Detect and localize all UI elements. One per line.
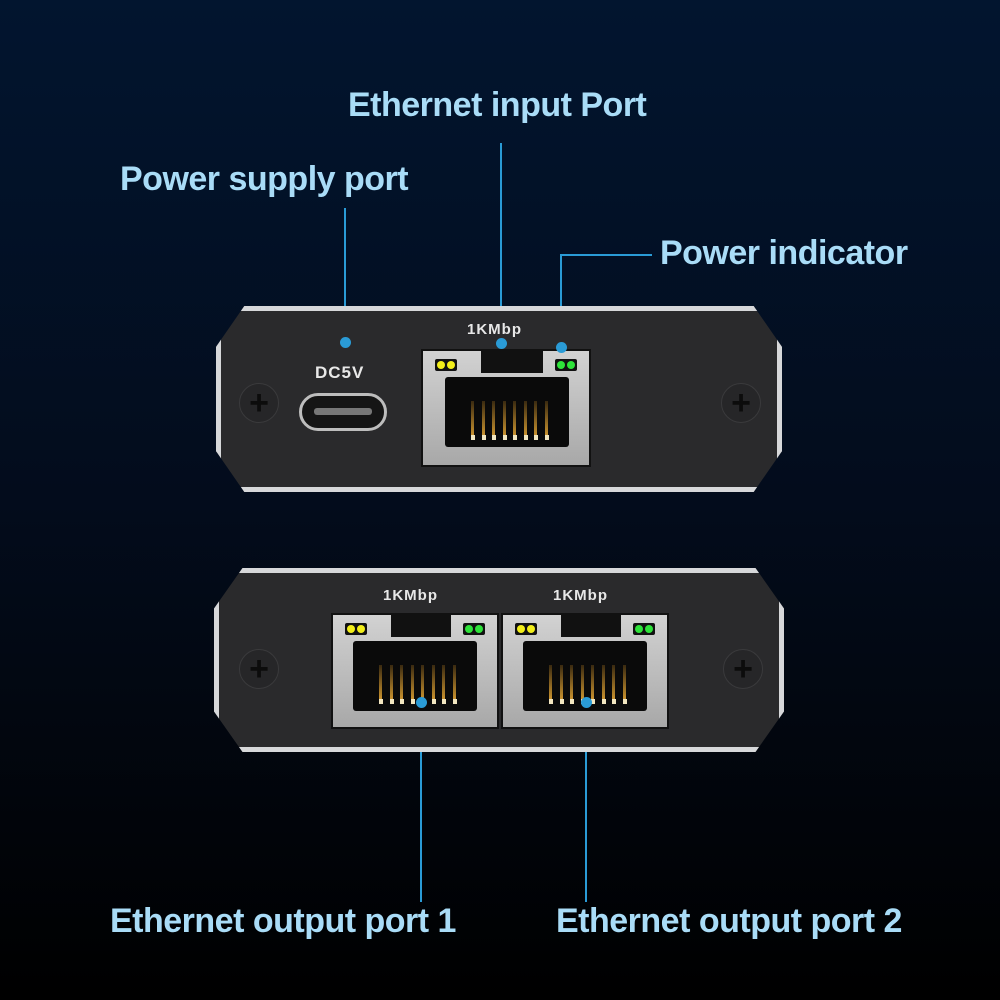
screw-icon: + (239, 383, 279, 423)
contact-pin-tip (591, 699, 595, 704)
contact-pin (523, 401, 527, 435)
contact-pin (580, 665, 584, 699)
contact-pin (549, 665, 552, 699)
contact-pin (622, 665, 626, 699)
power-supply-leader (344, 208, 346, 342)
contact-pin-tip (534, 435, 538, 440)
contact-pin-tip (559, 699, 564, 704)
contact-pin (544, 401, 548, 435)
power-supply-callout: Power supply port (120, 160, 409, 198)
contact-pin-tip (612, 699, 616, 704)
power-label: DC5V (315, 363, 365, 382)
led-green (633, 623, 655, 635)
contact-pin-tip (549, 699, 553, 704)
contact-pin-tip (481, 435, 486, 440)
contact-pin-tip (544, 435, 549, 440)
contact-pin (513, 401, 516, 435)
port1-speed-label: 1KMbp (383, 587, 438, 604)
output-2-leader (585, 702, 587, 902)
contact-pin (559, 665, 563, 699)
contact-pin-tip (601, 699, 606, 704)
contact-pin-tip (379, 699, 383, 704)
power-indicator-leader-h (560, 254, 652, 256)
power-indicator-callout: Power indicator (660, 234, 908, 272)
ethernet-input-dot (496, 338, 507, 349)
contact-pin-tip (622, 699, 627, 704)
contact-pin-tip (502, 435, 507, 440)
screw-icon: + (239, 649, 279, 689)
contact-pin (431, 665, 435, 699)
ethernet-output-port-2[interactable] (501, 613, 669, 729)
contact-pin-tip (410, 699, 415, 704)
contact-pin (410, 665, 414, 699)
led-green (463, 623, 485, 635)
contact-pin-tip (452, 699, 457, 704)
power-supply-dot (340, 337, 351, 348)
output-1-callout: Ethernet output port 1 (110, 902, 456, 940)
output-1-leader (420, 702, 422, 902)
contact-pin-tip (570, 699, 574, 704)
device-bottom: + + 1KMbp 1KMbp (214, 568, 784, 752)
led-green (555, 359, 577, 371)
contact-pin (400, 665, 403, 699)
port2-speed-label: 1KMbp (553, 587, 608, 604)
contact-pin-tip (442, 699, 446, 704)
contact-pin (421, 665, 424, 699)
contact-pin-tip (431, 699, 436, 704)
contact-pin (471, 401, 474, 435)
ethernet-input-leader (500, 143, 502, 343)
contact-pin (612, 665, 615, 699)
contact-pin-tip (523, 435, 528, 440)
screw-icon: + (721, 383, 761, 423)
ethernet-output-port-1[interactable] (331, 613, 499, 729)
contact-pin (481, 401, 485, 435)
contact-pin (570, 665, 573, 699)
contact-pin-tip (492, 435, 496, 440)
screw-icon: + (723, 649, 763, 689)
output-2-callout: Ethernet output port 2 (556, 902, 902, 940)
contact-pin (601, 665, 605, 699)
contact-pin (379, 665, 382, 699)
contact-pin-tip (400, 699, 404, 704)
contact-pin (442, 665, 445, 699)
port-speed-label: 1KMbp (467, 321, 522, 338)
led-yellow (515, 623, 537, 635)
contact-pin (389, 665, 393, 699)
contact-pin (591, 665, 594, 699)
ethernet-input-port[interactable] (421, 349, 591, 467)
contact-pin (534, 401, 537, 435)
led-yellow (345, 623, 367, 635)
power-indicator-leader-v (560, 254, 562, 348)
usb-c-power-port[interactable] (299, 393, 387, 431)
contact-pin (492, 401, 495, 435)
contact-pin-tip (471, 435, 475, 440)
led-yellow (435, 359, 457, 371)
contact-pin (502, 401, 506, 435)
ethernet-input-callout: Ethernet input Port (348, 86, 647, 124)
contact-pin (452, 665, 456, 699)
output-2-dot (581, 697, 592, 708)
contact-pin-tip (389, 699, 394, 704)
contact-pin-tip (513, 435, 517, 440)
output-1-dot (416, 697, 427, 708)
device-top: + + DC5V 1KMbp (216, 306, 782, 492)
power-indicator-dot (556, 342, 567, 353)
